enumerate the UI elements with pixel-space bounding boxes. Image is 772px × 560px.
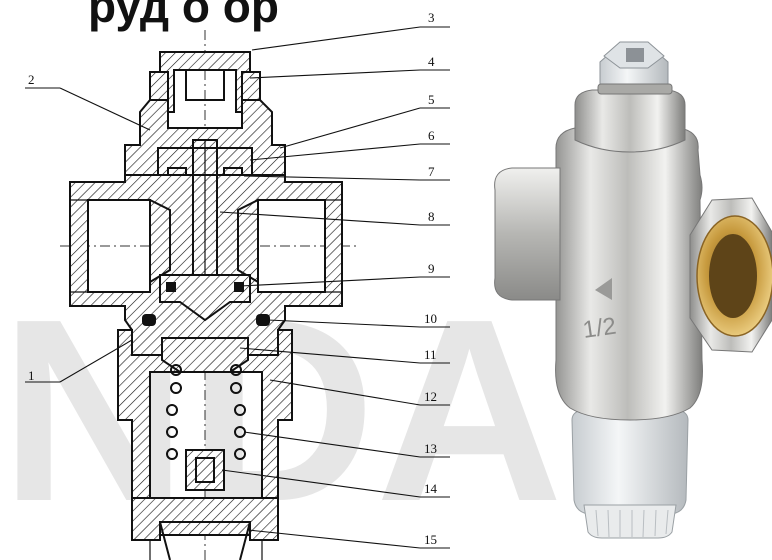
spring-seat <box>161 337 249 373</box>
internal-wall-left <box>149 198 171 284</box>
photo-bottom-cap <box>571 409 689 515</box>
seat-ring-right <box>234 282 244 292</box>
photo-brass-bore <box>709 234 757 318</box>
photo-marking: 1/2 <box>581 313 618 344</box>
callout-labels: 1 2 3 4 5 6 7 8 9 10 11 12 13 14 15 <box>28 10 438 547</box>
callout-9: 9 <box>428 261 435 276</box>
callout-4: 4 <box>428 54 435 69</box>
callout-12: 12 <box>424 389 437 404</box>
callout-13: 13 <box>424 441 437 456</box>
valve-cross-section <box>60 30 360 560</box>
callout-2: 2 <box>28 72 35 87</box>
photo-left-port <box>494 167 561 301</box>
seat-ring-left <box>166 282 176 292</box>
callout-11: 11 <box>424 347 437 362</box>
photo-bottom-knurl <box>583 504 677 539</box>
photo-valve-body <box>552 127 703 421</box>
photo-flow-arrow <box>595 278 612 300</box>
callout-10: 10 <box>424 311 437 326</box>
callout-1: 1 <box>28 368 35 383</box>
callout-8: 8 <box>428 209 435 224</box>
photo-knurl-lines <box>595 509 669 538</box>
callout-3: 3 <box>428 10 435 25</box>
o-ring-left <box>142 314 156 326</box>
top-cap-bore <box>185 69 225 101</box>
photo-top-ring <box>597 83 673 95</box>
upper-spring <box>170 364 242 394</box>
top-adjust-cap <box>159 51 251 113</box>
callout-7: 7 <box>428 164 435 179</box>
callout-5: 5 <box>428 92 435 107</box>
valve-seat <box>159 274 251 322</box>
callout-6: 6 <box>428 128 435 143</box>
callout-leaders <box>25 26 450 549</box>
adjust-screw <box>185 449 225 491</box>
product-photo: 1/2 <box>494 41 772 539</box>
page-title-fragment: руд о ор <box>88 0 279 32</box>
photo-bonnet <box>574 89 686 153</box>
o-ring-right <box>256 314 270 326</box>
bottom-nozzle <box>159 521 251 560</box>
internal-wall-right <box>237 198 259 284</box>
photo-top-socket <box>626 48 644 62</box>
inlet-port <box>70 199 150 293</box>
outlet-port <box>258 199 342 293</box>
callout-14: 14 <box>424 481 438 496</box>
callout-15: 15 <box>424 532 437 547</box>
adjust-screw-bore <box>195 457 215 483</box>
